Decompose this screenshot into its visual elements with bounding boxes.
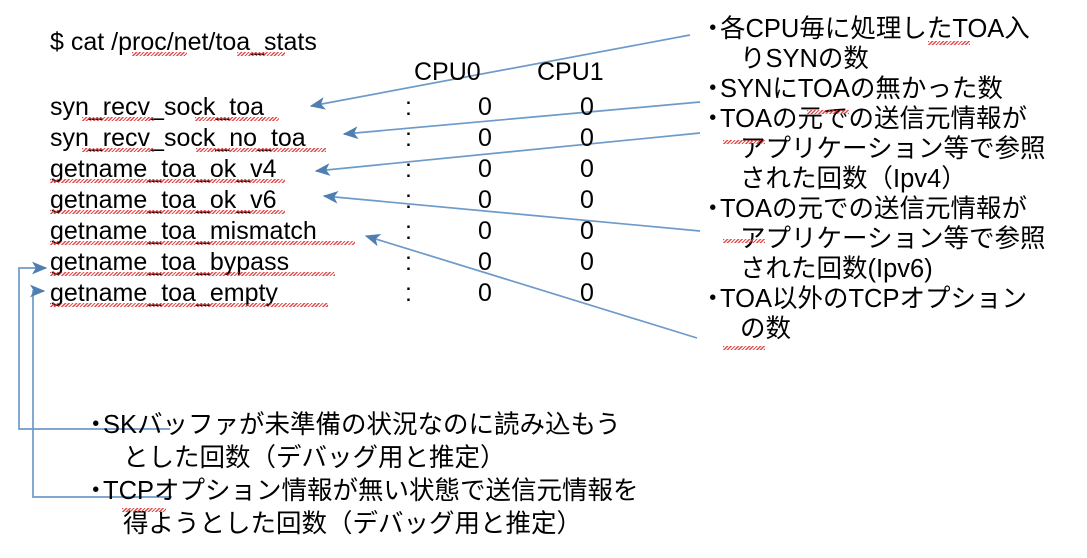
stat-separator: : — [405, 217, 412, 245]
spellcheck-underline — [807, 110, 849, 114]
stat-value-cpu0: 0 — [478, 279, 492, 307]
annotation-text: SKバッファが未準備の状況なのに読み込もう — [103, 411, 621, 439]
annotation-text-cont: とした回数（デバッグ用と推定） — [123, 444, 506, 472]
stat-value-cpu1: 0 — [580, 124, 594, 152]
spellcheck-underline — [50, 303, 328, 307]
stat-key: getname_toa_ok_v4 — [50, 155, 277, 183]
annotation-text: SYNにTOAの無かった数 — [720, 75, 1003, 103]
terminal-command-text: $ cat /proc/net/toa_stats — [50, 28, 317, 56]
list-item: ・TOAの元での送信元情報が アプリケーション等で参照 された回数（Ipv4） — [700, 104, 1085, 194]
spellcheck-underline — [82, 117, 154, 121]
stat-separator: : — [405, 124, 412, 152]
column-header-cpu1: CPU1 — [537, 58, 604, 86]
connector-line-2 — [342, 101, 701, 140]
stat-separator: : — [405, 93, 412, 121]
stat-key: getname_toa_empty — [50, 279, 278, 307]
terminal-command: $ cat /proc/net/toa_stats — [50, 28, 317, 57]
spellcheck-underline-proc — [132, 52, 187, 56]
stat-value-cpu1: 0 — [580, 279, 594, 307]
annotation-text-cont: された回数(Ipv6) — [740, 255, 933, 283]
spellcheck-underline — [50, 241, 355, 245]
spellcheck-underline — [723, 346, 765, 350]
stat-value-cpu0: 0 — [478, 124, 492, 152]
spellcheck-underline — [196, 148, 326, 152]
spellcheck-underline — [928, 41, 970, 45]
list-item: ・TOA以外のTCPオプション の数 — [700, 284, 1085, 344]
annotation-text: TOA以外のTCPオプション — [720, 285, 1027, 313]
connector-line-4 — [322, 190, 701, 232]
annotation-text: 各CPU毎に処理したTOA入 — [720, 15, 1030, 43]
annotation-text-cont: アプリケーション等で参照 — [740, 225, 1046, 253]
stat-value-cpu1: 0 — [580, 217, 594, 245]
spellcheck-underline — [50, 210, 285, 214]
annotation-text-cont: 得ようとした回数（デバッグ用と推定） — [123, 510, 583, 538]
bullet-icon: ・ — [83, 411, 109, 439]
spellcheck-underline — [723, 239, 765, 243]
stat-key: getname_toa_ok_v6 — [50, 186, 277, 214]
stat-value-cpu1: 0 — [580, 186, 594, 214]
spellcheck-underline — [82, 148, 154, 152]
stat-value-cpu0: 0 — [478, 186, 492, 214]
stat-separator: : — [405, 155, 412, 183]
stat-separator: : — [405, 248, 412, 276]
spellcheck-underline — [50, 272, 335, 276]
stat-value-cpu0: 0 — [478, 217, 492, 245]
stat-key: syn_recv_sock_no_toa — [50, 124, 306, 152]
annotation-text-cont: の数 — [740, 315, 792, 343]
spellcheck-underline — [195, 117, 279, 121]
annotation-list-bottom: ・SKバッファが未準備の状況なのに読み込もう とした回数（デバッグ用と推定） ・… — [83, 409, 683, 541]
list-item: ・SKバッファが未準備の状況なのに読み込もう とした回数（デバッグ用と推定） — [83, 409, 683, 475]
bullet-icon: ・ — [700, 75, 726, 103]
stat-key: syn_recv_sock_toa — [50, 93, 265, 121]
bullet-icon: ・ — [700, 285, 726, 313]
spellcheck-underline — [122, 508, 166, 512]
stat-value-cpu1: 0 — [580, 155, 594, 183]
list-item: ・TCPオプション情報が無い状態で送信元情報を 得ようとした回数（デバッグ用と推… — [83, 475, 683, 541]
annotation-text-cont: アプリケーション等で参照 — [740, 135, 1046, 163]
connector-line-3 — [314, 132, 701, 176]
list-item: ・各CPU毎に処理したTOA入 りSYNの数 — [700, 14, 1085, 74]
stat-value-cpu1: 0 — [580, 248, 594, 276]
annotation-text-cont: された回数（Ipv4） — [740, 165, 967, 193]
spellcheck-underline — [723, 140, 765, 144]
list-item: ・SYNにTOAの無かった数 — [700, 74, 1085, 104]
bullet-icon: ・ — [700, 15, 726, 43]
spellcheck-underline-toa — [237, 52, 285, 56]
stat-separator: : — [405, 279, 412, 307]
annotation-list-right: ・各CPU毎に処理したTOA入 りSYNの数 ・SYNにTOAの無かった数 ・T… — [700, 14, 1085, 344]
stat-value-cpu0: 0 — [478, 93, 492, 121]
stat-value-cpu0: 0 — [478, 155, 492, 183]
bullet-icon: ・ — [83, 477, 109, 505]
annotation-text: TOAの元での送信元情報が — [720, 195, 1027, 223]
stat-value-cpu0: 0 — [478, 248, 492, 276]
stat-key: getname_toa_bypass — [50, 248, 290, 276]
stat-value-cpu1: 0 — [580, 93, 594, 121]
bullet-icon: ・ — [700, 105, 726, 133]
annotation-text-cont: りSYNの数 — [740, 45, 869, 73]
annotation-text: TCPオプション情報が無い状態で送信元情報を — [103, 477, 639, 505]
connector-line-5 — [364, 234, 698, 339]
spellcheck-underline — [50, 179, 285, 183]
stat-separator: : — [405, 186, 412, 214]
stat-key: getname_toa_mismatch — [50, 217, 317, 245]
list-item: ・TOAの元での送信元情報が アプリケーション等で参照 された回数(Ipv6) — [700, 194, 1085, 284]
annotation-text: TOAの元での送信元情報が — [720, 105, 1027, 133]
bullet-icon: ・ — [700, 195, 726, 223]
column-header-cpu0: CPU0 — [414, 58, 481, 86]
